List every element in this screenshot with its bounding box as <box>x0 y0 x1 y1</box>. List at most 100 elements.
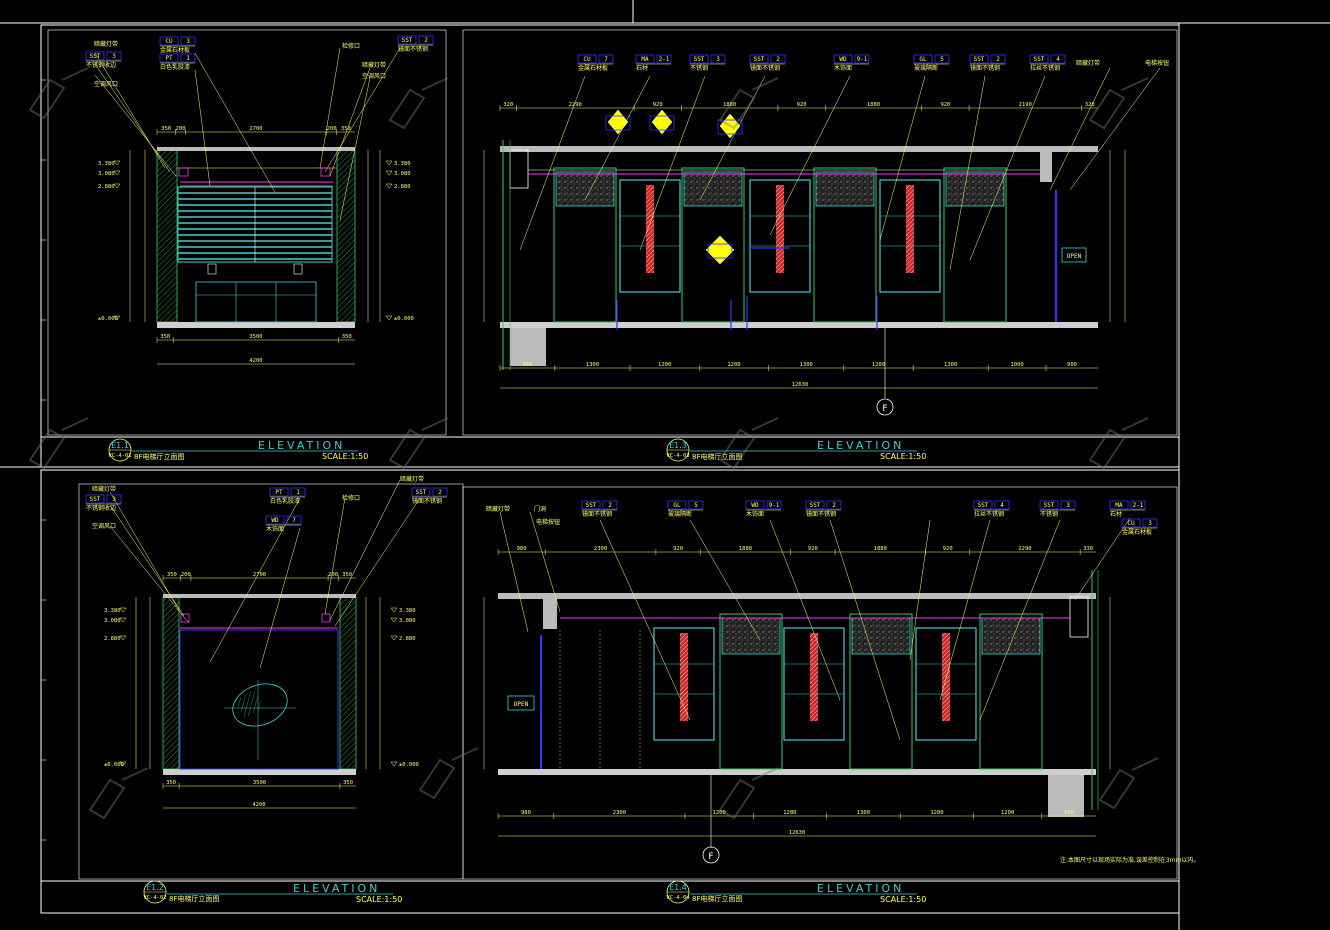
dim-bottom: 1300 <box>944 362 957 368</box>
dim-top: 200 <box>327 126 337 132</box>
callout-note: 暗藏灯带 <box>1076 59 1100 67</box>
material-number: 4 <box>1056 56 1060 63</box>
panel-e2 <box>109 479 421 809</box>
dim-top: 920 <box>797 102 807 108</box>
dim-top: 200 <box>175 126 185 132</box>
material-number: 2 <box>608 502 612 509</box>
material-code: MA <box>1115 502 1123 509</box>
material-code: SST <box>90 53 101 60</box>
dim-top: 320 <box>1085 102 1095 108</box>
watermarks <box>28 67 1159 820</box>
title-scale: SCALE:1:50 <box>356 895 402 904</box>
material-desc: 不锈钢 <box>690 64 708 72</box>
material-code: CU <box>1127 520 1135 527</box>
material-code: SST <box>416 489 427 496</box>
callout-note: 暗藏灯带 <box>362 61 386 69</box>
level-mark-right: ±0.000 <box>399 762 419 768</box>
title-subtitle: 8F电梯厅立面图 <box>692 452 742 461</box>
dim-bottom: 1200 <box>872 362 885 368</box>
material-desc: 镜面不锈钢 <box>806 510 836 518</box>
material-number: 3 <box>716 56 720 63</box>
material-code: WD <box>839 56 847 63</box>
material-desc: 木饰面 <box>746 510 764 518</box>
level-mark-right: 3.080 <box>394 171 411 177</box>
callout-note: 电梯按钮 <box>536 518 560 526</box>
level-mark-left: 3.080 <box>98 171 115 177</box>
level-triangle <box>390 607 398 613</box>
callout-note: 门洞 <box>534 505 546 513</box>
dim-top: 1880 <box>739 546 752 552</box>
dim-bottom: 900 <box>1067 362 1077 368</box>
material-desc: 不锈钢 <box>1040 510 1058 518</box>
material-code: GL <box>919 56 927 63</box>
level-triangle <box>385 160 393 166</box>
dim-bottom: 1200 <box>658 362 671 368</box>
material-number: 2-1 <box>659 56 670 63</box>
title-badge-sheet: VC-4-01 <box>108 453 131 459</box>
level-triangle <box>390 635 398 641</box>
callout-note: 暗藏灯带 <box>486 505 510 513</box>
dim-bottom: 3500 <box>249 334 262 340</box>
material-code: PT <box>275 489 283 496</box>
dim-top: 980 <box>517 546 527 552</box>
title-scale: SCALE:1:50 <box>880 895 926 904</box>
dim-bottom: 3500 <box>253 780 266 786</box>
panel-e4 <box>483 511 1131 864</box>
dim-top: 2700 <box>253 572 266 578</box>
material-number: 2 <box>776 56 780 63</box>
material-code: SST <box>402 37 413 44</box>
dim-bottom: 350 <box>343 780 353 786</box>
title-subtitle: 8F电梯厅立面图 <box>169 894 219 903</box>
dim-top: 920 <box>653 102 663 108</box>
dim-top: 330 <box>1083 546 1093 552</box>
material-number: 9-1 <box>769 502 780 509</box>
material-desc: 金属石材板 <box>578 64 608 72</box>
title-subtitle: 8F电梯厅立面图 <box>134 452 184 461</box>
dim-bottom: 1300 <box>800 362 813 368</box>
callout-note: 空调风口 <box>94 80 118 88</box>
material-code: SST <box>974 56 985 63</box>
dim-top: 2300 <box>594 546 607 552</box>
level-mark-left: ±0.000 <box>98 316 118 322</box>
title-badge-sheet: VC-4-02 <box>143 895 166 901</box>
material-number: 4 <box>1000 502 1004 509</box>
material-desc: 木饰面 <box>266 525 284 533</box>
level-mark-right: 2.880 <box>394 184 411 190</box>
level-triangle <box>385 315 393 321</box>
dim-top: 1880 <box>723 102 736 108</box>
level-mark-right: ±0.000 <box>394 316 414 322</box>
level-triangle <box>113 170 121 176</box>
title-scale: SCALE:1:50 <box>880 452 926 461</box>
material-code: CU <box>583 56 591 63</box>
level-mark-left: ±0.000 <box>104 762 124 768</box>
material-number: 2 <box>438 489 442 496</box>
display-cabinets <box>619 179 941 293</box>
dim-bottom: 1280 <box>783 810 796 816</box>
level-triangle <box>390 761 398 767</box>
level-triangle <box>113 160 121 166</box>
level-mark-left: 2.880 <box>104 636 121 642</box>
callout-note: 空调风口 <box>92 522 116 530</box>
dim-top: 200 <box>328 572 338 578</box>
material-number: 7 <box>292 517 296 524</box>
material-desc: 镜面不锈钢 <box>398 45 428 53</box>
material-number: 9-1 <box>857 56 868 63</box>
material-number: 3 <box>112 53 116 60</box>
